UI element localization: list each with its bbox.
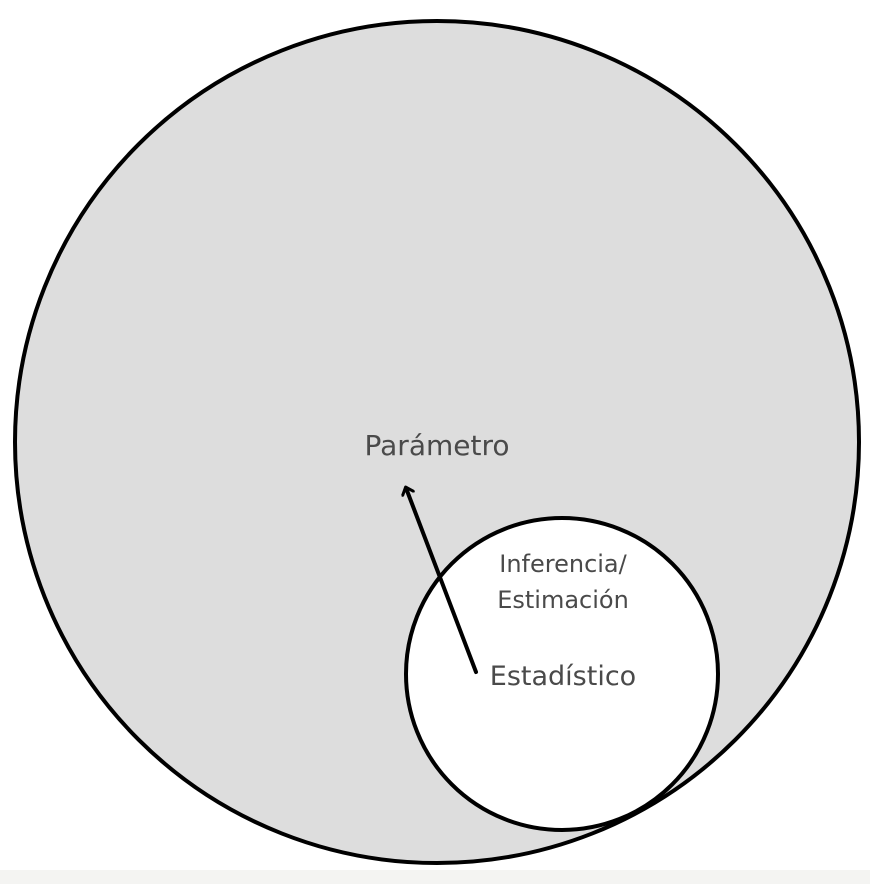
parameter-label: Parámetro <box>365 429 510 462</box>
inference-label-line1: Inferencia/ <box>499 550 627 578</box>
statistic-label: Estadístico <box>490 661 636 692</box>
inference-label-line2: Estimación <box>497 586 629 614</box>
sample-circle <box>404 516 720 832</box>
inference-arrow <box>406 488 478 674</box>
